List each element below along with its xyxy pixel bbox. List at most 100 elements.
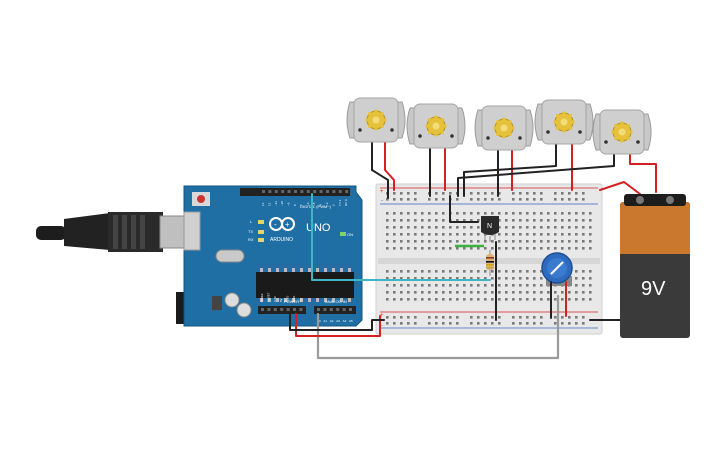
breadboard-hole[interactable] xyxy=(442,192,445,195)
breadboard-hole[interactable] xyxy=(575,247,578,250)
breadboard-hole[interactable] xyxy=(400,316,403,319)
breadboard-hole[interactable] xyxy=(449,291,452,294)
breadboard-hole[interactable] xyxy=(533,247,536,250)
breadboard-hole[interactable] xyxy=(526,284,529,287)
battery-terminal[interactable] xyxy=(624,194,686,206)
breadboard-hole[interactable] xyxy=(407,284,410,287)
breadboard-hole[interactable] xyxy=(428,233,431,236)
breadboard-hole[interactable] xyxy=(470,270,473,273)
breadboard-hole[interactable] xyxy=(498,240,501,243)
breadboard-hole[interactable] xyxy=(540,226,543,229)
breadboard-hole[interactable] xyxy=(533,298,536,301)
breadboard-hole[interactable] xyxy=(463,247,466,250)
breadboard-hole[interactable] xyxy=(435,270,438,273)
breadboard-hole[interactable] xyxy=(435,247,438,250)
breadboard-hole[interactable] xyxy=(512,316,515,319)
breadboard-hole[interactable] xyxy=(498,233,501,236)
breadboard-hole[interactable] xyxy=(540,192,543,195)
breadboard-hole[interactable] xyxy=(540,219,543,222)
breadboard-hole[interactable] xyxy=(393,192,396,195)
breadboard-hole[interactable] xyxy=(512,240,515,243)
breadboard-hole[interactable] xyxy=(435,233,438,236)
breadboard-hole[interactable] xyxy=(386,240,389,243)
breadboard-hole[interactable] xyxy=(414,277,417,280)
breadboard-hole[interactable] xyxy=(512,277,515,280)
breadboard-hole[interactable] xyxy=(589,226,592,229)
breadboard-hole[interactable] xyxy=(428,316,431,319)
breadboard-hole[interactable] xyxy=(449,226,452,229)
breadboard-hole[interactable] xyxy=(484,247,487,250)
breadboard-hole[interactable] xyxy=(547,247,550,250)
breadboard-hole[interactable] xyxy=(428,298,431,301)
breadboard-hole[interactable] xyxy=(561,240,564,243)
breadboard-hole[interactable] xyxy=(512,270,515,273)
breadboard-hole[interactable] xyxy=(449,277,452,280)
breadboard-hole[interactable] xyxy=(554,240,557,243)
wire-motor5-red[interactable] xyxy=(629,153,657,193)
breadboard-hole[interactable] xyxy=(435,322,438,325)
breadboard-hole[interactable] xyxy=(386,212,389,215)
breadboard-hole[interactable] xyxy=(491,322,494,325)
breadboard-hole[interactable] xyxy=(477,192,480,195)
power-pin-hole[interactable] xyxy=(286,308,290,311)
breadboard-hole[interactable] xyxy=(589,233,592,236)
breadboard-hole[interactable] xyxy=(575,198,578,201)
breadboard-hole[interactable] xyxy=(470,316,473,319)
breadboard-hole[interactable] xyxy=(505,298,508,301)
breadboard-hole[interactable] xyxy=(477,284,480,287)
breadboard-hole[interactable] xyxy=(582,212,585,215)
breadboard-hole[interactable] xyxy=(582,322,585,325)
breadboard-hole[interactable] xyxy=(512,233,515,236)
breadboard-hole[interactable] xyxy=(589,212,592,215)
breadboard-hole[interactable] xyxy=(589,247,592,250)
potentiometer[interactable] xyxy=(541,252,573,286)
breadboard-hole[interactable] xyxy=(414,233,417,236)
breadboard-hole[interactable] xyxy=(449,316,452,319)
breadboard-hole[interactable] xyxy=(519,277,522,280)
breadboard-hole[interactable] xyxy=(533,212,536,215)
breadboard-hole[interactable] xyxy=(428,212,431,215)
breadboard-hole[interactable] xyxy=(477,291,480,294)
breadboard-hole[interactable] xyxy=(582,291,585,294)
breadboard-hole[interactable] xyxy=(533,284,536,287)
breadboard-hole[interactable] xyxy=(393,219,396,222)
breadboard-hole[interactable] xyxy=(547,233,550,236)
breadboard-hole[interactable] xyxy=(519,298,522,301)
breadboard-hole[interactable] xyxy=(519,212,522,215)
breadboard-hole[interactable] xyxy=(582,226,585,229)
breadboard-hole[interactable] xyxy=(470,291,473,294)
breadboard-hole[interactable] xyxy=(449,298,452,301)
breadboard-hole[interactable] xyxy=(400,233,403,236)
breadboard-hole[interactable] xyxy=(540,198,543,201)
analog-pin-hole[interactable] xyxy=(342,308,346,311)
breadboard-hole[interactable] xyxy=(421,284,424,287)
breadboard-hole[interactable] xyxy=(491,284,494,287)
breadboard-hole[interactable] xyxy=(491,192,494,195)
breadboard-hole[interactable] xyxy=(575,192,578,195)
breadboard-hole[interactable] xyxy=(414,198,417,201)
breadboard-hole[interactable] xyxy=(575,322,578,325)
breadboard-hole[interactable] xyxy=(498,322,501,325)
breadboard-hole[interactable] xyxy=(526,316,529,319)
breadboard-hole[interactable] xyxy=(526,322,529,325)
breadboard-hole[interactable] xyxy=(512,226,515,229)
breadboard-hole[interactable] xyxy=(456,270,459,273)
breadboard-hole[interactable] xyxy=(470,198,473,201)
breadboard-hole[interactable] xyxy=(491,240,494,243)
breadboard-hole[interactable] xyxy=(533,219,536,222)
breadboard-hole[interactable] xyxy=(547,291,550,294)
breadboard-hole[interactable] xyxy=(456,219,459,222)
breadboard-hole[interactable] xyxy=(526,247,529,250)
breadboard-hole[interactable] xyxy=(407,198,410,201)
breadboard-hole[interactable] xyxy=(484,198,487,201)
breadboard-hole[interactable] xyxy=(512,298,515,301)
breadboard-hole[interactable] xyxy=(393,291,396,294)
breadboard-hole[interactable] xyxy=(470,298,473,301)
breadboard-hole[interactable] xyxy=(428,284,431,287)
breadboard-hole[interactable] xyxy=(400,322,403,325)
breadboard-hole[interactable] xyxy=(554,316,557,319)
breadboard-hole[interactable] xyxy=(428,219,431,222)
breadboard-hole[interactable] xyxy=(449,247,452,250)
breadboard-hole[interactable] xyxy=(386,219,389,222)
breadboard-hole[interactable] xyxy=(554,247,557,250)
